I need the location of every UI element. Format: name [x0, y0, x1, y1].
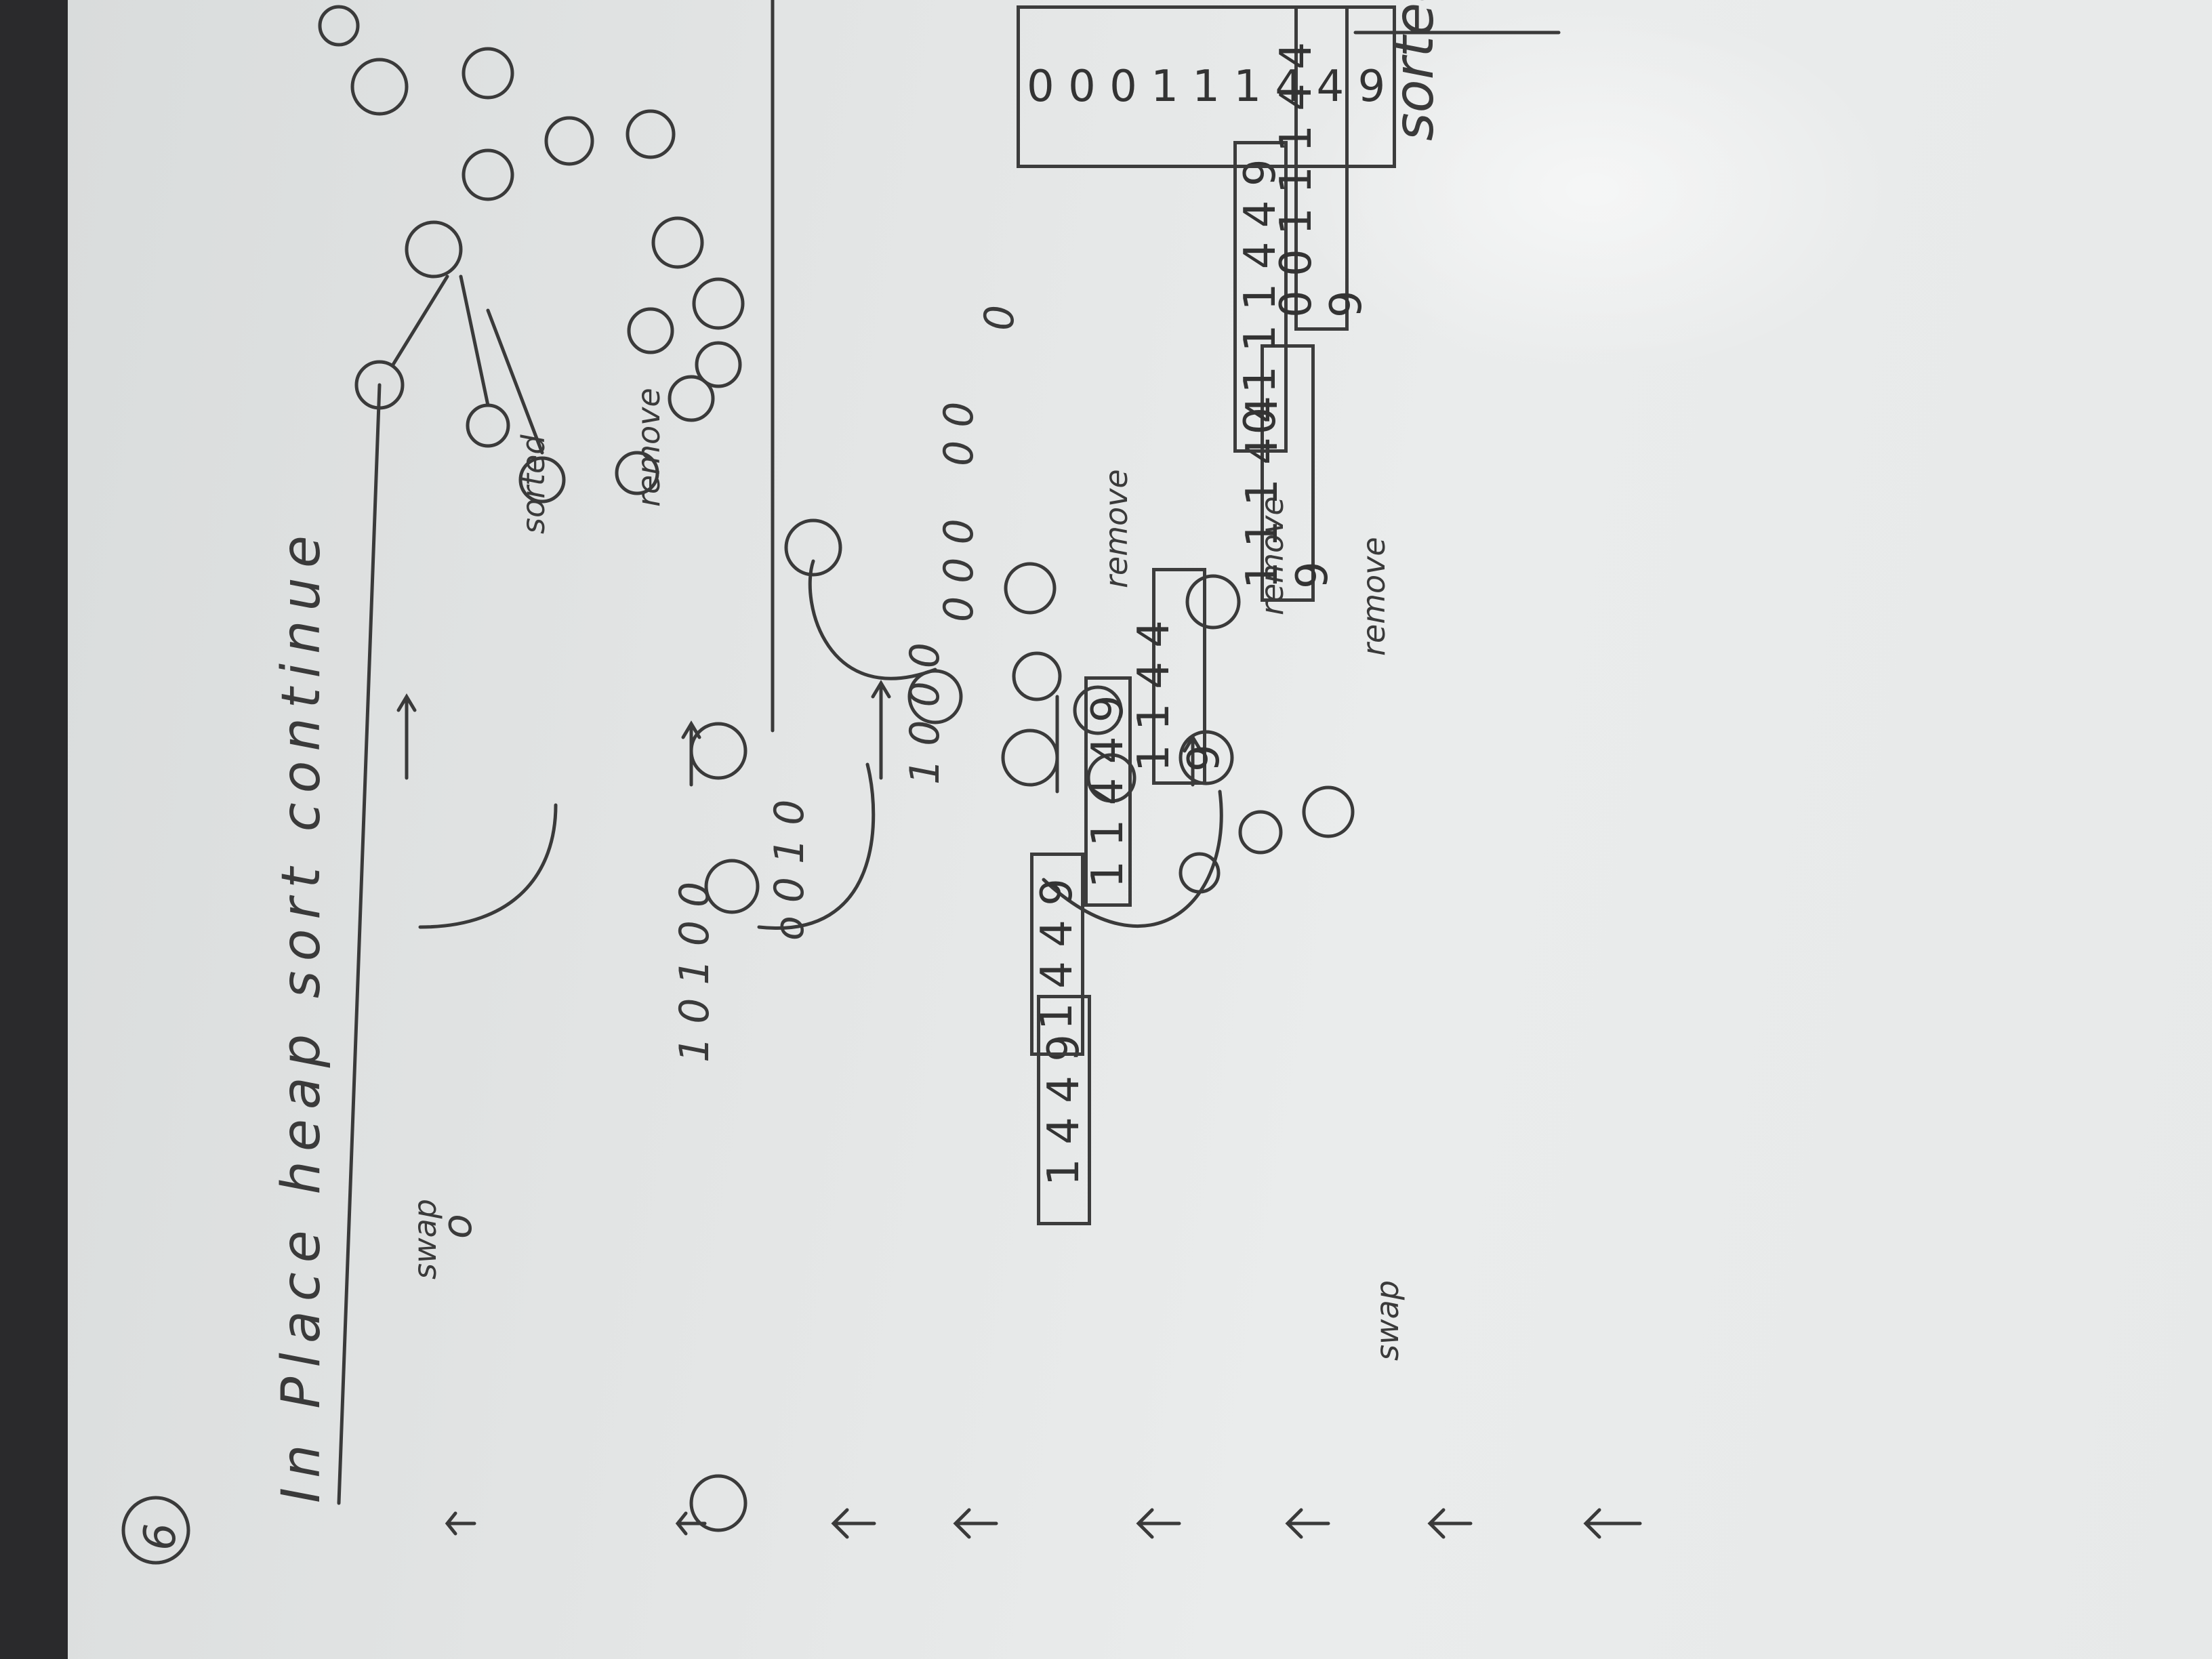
tree-node — [692, 277, 745, 330]
swap-label: swap — [407, 1199, 443, 1279]
tree-node — [405, 220, 463, 279]
tree-node — [350, 58, 409, 116]
flow-arrow — [396, 693, 417, 780]
page-title: In Place heap sort continue — [271, 526, 332, 1503]
page-number: 6 — [136, 1523, 186, 1551]
tree-node — [615, 451, 659, 495]
row-6-loose: 0 0 — [935, 401, 983, 466]
page-number-circle — [121, 1496, 190, 1565]
tree-edge — [391, 274, 544, 455]
row-arrow — [445, 1511, 476, 1536]
node-circle — [1004, 562, 1057, 615]
tree-node — [318, 5, 360, 47]
tree-node — [626, 109, 676, 159]
row-arrow — [1427, 1508, 1473, 1539]
sorted-label: sorted — [515, 434, 552, 534]
tree-node — [1238, 810, 1283, 855]
swap-arrow — [757, 762, 876, 930]
row-arrow — [1285, 1508, 1330, 1539]
flow-arrow — [871, 680, 891, 780]
tree-node — [466, 403, 510, 448]
tree-node — [462, 148, 514, 201]
row-4-sorted-box: 1 1 4 4 9 — [1129, 568, 1229, 785]
tree-node — [1179, 852, 1221, 894]
node-circle — [1185, 574, 1241, 630]
tree-node — [695, 341, 742, 388]
tree-node — [462, 47, 514, 100]
tree-node — [1073, 685, 1123, 735]
swap-arrow — [808, 559, 937, 680]
node-circle — [1179, 730, 1234, 785]
row-2-sorted-box: 1 4 4 9 — [1030, 853, 1084, 1056]
tree-node — [518, 456, 566, 504]
tree-node — [1086, 753, 1136, 803]
row-arrow — [953, 1508, 998, 1539]
flow-arrow — [1183, 734, 1203, 787]
remove-label: remove — [1355, 537, 1392, 656]
row-3-loose: o 0 1 0 — [766, 799, 813, 941]
row-1-loose: o — [434, 1214, 481, 1239]
node-circle — [689, 1474, 747, 1532]
row-arrow — [1583, 1508, 1642, 1539]
node-circle — [689, 722, 747, 780]
row-4-loose: 1 0 0 0 — [901, 642, 949, 785]
tree-node — [1302, 785, 1355, 838]
row-3-sorted-box: 1 1 4 4 9 — [1083, 676, 1133, 907]
tree-node — [784, 518, 842, 577]
remove-label: remove — [1098, 469, 1134, 588]
row-7-loose: 0 — [976, 304, 1023, 331]
node-circle — [1001, 729, 1059, 787]
light-glare — [1288, 0, 1898, 380]
row-arrow — [831, 1508, 876, 1539]
swap-arrow — [418, 803, 558, 929]
tree-node — [627, 307, 674, 354]
title-underline — [337, 383, 382, 1505]
swap-label: swap — [1369, 1280, 1406, 1361]
tree-node — [544, 116, 594, 166]
flow-arrow — [681, 720, 701, 787]
tree-node — [1012, 651, 1062, 701]
row-5-loose: 0 0 0 — [935, 518, 983, 622]
tree-node — [354, 360, 405, 410]
row-8-sorted-box: 0 0 0 1 1 1 4 4 9 — [1017, 5, 1396, 168]
tree-node — [651, 216, 704, 269]
row-8-sorted-values: 0 0 0 1 1 1 4 4 9 — [1027, 62, 1386, 112]
row-2-loose: 1 0 1 0 0 — [671, 881, 718, 1063]
row-arrow — [1136, 1508, 1181, 1539]
tree-node — [668, 375, 715, 422]
swap-arrow — [1042, 790, 1223, 928]
node-circle — [704, 859, 760, 914]
remove-label: remove — [630, 388, 667, 507]
